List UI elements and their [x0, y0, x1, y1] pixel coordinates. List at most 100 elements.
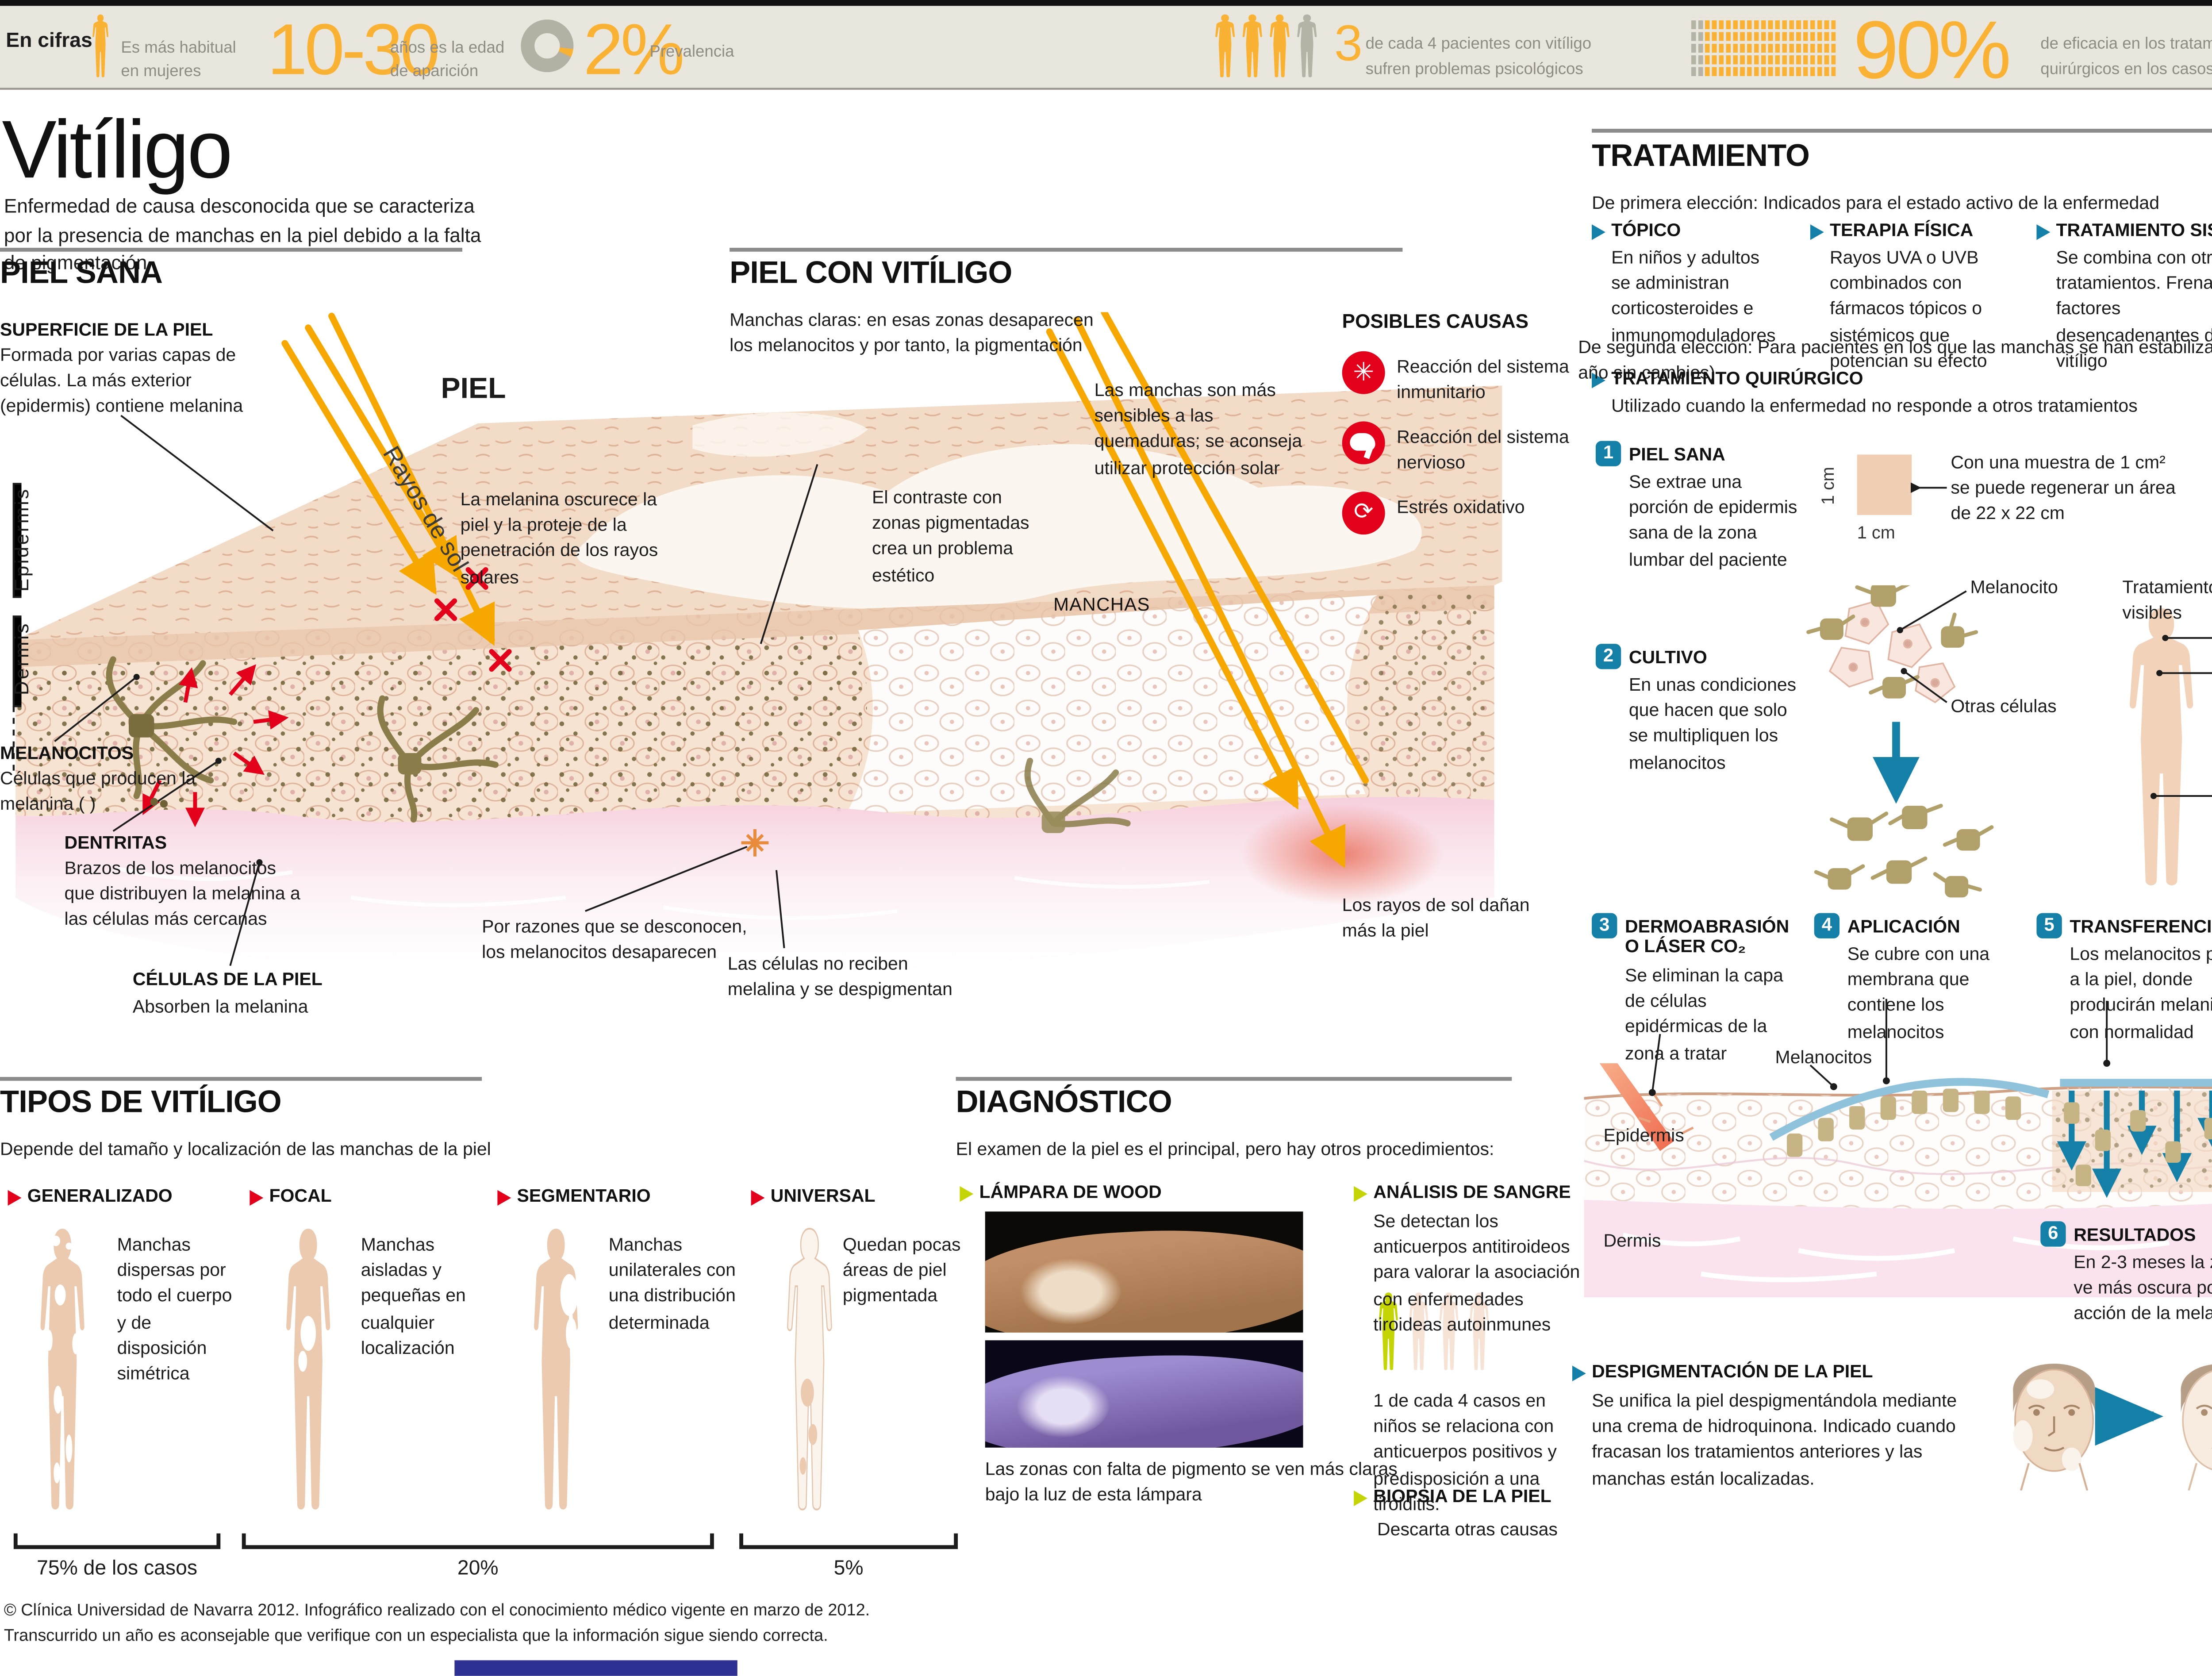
- segmentario-text: Manchas unilaterales con una distribució…: [608, 1235, 736, 1332]
- sistemico-arrow-icon: [2036, 224, 2051, 240]
- terapia-label: TERAPIA FÍSICA: [1830, 220, 1974, 240]
- sangre-label: ANÁLISIS DE SANGRE: [1373, 1182, 1571, 1202]
- face-after-icon: [2181, 1364, 2212, 1491]
- dermis-label2: Dermis: [1603, 1231, 1661, 1251]
- skin-sample-square: [1857, 454, 1912, 515]
- donut-hole: [534, 33, 560, 59]
- sample-text: Con una muestra de 1 cm² se puede regene…: [1951, 452, 2176, 524]
- stat-prevalencia-text: Prevalencia: [649, 41, 734, 61]
- despigmentacion-label: DESPIGMENTACIÓN DE LA PIEL: [1592, 1361, 1873, 1381]
- rule-tipos: [0, 1076, 482, 1081]
- rule-piel-sana: [0, 247, 463, 252]
- stat-edad-value: 10-30: [267, 10, 440, 90]
- diagnostico-title: DIAGNÓSTICO: [956, 1087, 1172, 1120]
- top-bar: En cifras Es más habitual en mujeres 10-…: [0, 0, 2212, 96]
- surgery-skin-illustration: [1584, 1063, 2212, 1298]
- manchas-label: MANCHAS: [1053, 595, 1150, 617]
- step5-label: TRANSFERENCIA: [2070, 917, 2212, 937]
- step5-text: Los melanocitos pasan a la piel, donde p…: [2070, 944, 2212, 1041]
- segmentario-arrow-icon: [497, 1190, 511, 1206]
- universal-arrow-icon: [751, 1190, 765, 1206]
- stat-eficacia-value: 90%: [1853, 4, 2011, 96]
- quirurgico-text: Utilizado cuando la enfermedad no respon…: [1611, 396, 2138, 416]
- melanocitos-label2: Melanocitos: [1775, 1047, 1872, 1067]
- despigmentacion-text: Se unifica la piel despigmentándola medi…: [1592, 1391, 1957, 1488]
- step2-label: CULTIVO: [1628, 647, 1707, 668]
- stat-mujeres-text: Es más habitual en mujeres: [121, 37, 236, 81]
- despigmentan-text: Las células no reciben melalina y se des…: [727, 954, 952, 999]
- focal-arrow-icon: [250, 1190, 264, 1206]
- stat-edad-text: años es la edad de aparición: [390, 37, 505, 81]
- quemaduras-text: Las manchas son más sensibles a las quem…: [1094, 380, 1302, 477]
- zonas-visibles-label: Tratamiento: zonas visibles: [2122, 577, 2212, 623]
- stat-prevalencia-value: 2%: [583, 10, 684, 90]
- terapia-arrow-icon: [1810, 224, 1824, 240]
- rule-tratamiento: [1592, 129, 2212, 133]
- step2-badge: 2: [1595, 644, 1621, 669]
- bottom-blue-bar: [454, 1660, 737, 1676]
- superficie-label: SUPERFICIE DE LA PIEL: [0, 320, 213, 340]
- topico-arrow-icon: [1592, 224, 1605, 240]
- generalizado-arrow-icon: [8, 1190, 22, 1206]
- piel-on-skin-label: PIEL: [441, 372, 506, 405]
- step1-badge: 1: [1595, 441, 1621, 466]
- tratamiento-title: TRATAMIENTO: [1592, 140, 1810, 174]
- melanina-text: La melanina oscurece la piel y la protej…: [460, 489, 658, 587]
- step1-text: Se extrae una porción de epidermis sana …: [1628, 472, 1797, 569]
- step4-text: Se cubre con una membrana que contiene l…: [1847, 944, 1990, 1041]
- epidermis-label2: Epidermis: [1603, 1126, 1684, 1146]
- top-bar-label: En cifras: [6, 29, 92, 53]
- celulas-piel-label: CÉLULAS DE LA PIEL: [132, 969, 323, 989]
- sangre-arrow-icon: [1354, 1186, 1367, 1202]
- skin-block-illustration: PIEL Rayos de sol: [15, 312, 1502, 979]
- desaparecen-text: Por razones que se desconocen, los melan…: [482, 917, 747, 962]
- cell-culture-illustration: [1806, 585, 1994, 898]
- sistemico-label: TRATAMIENTO SISTÉMICO: [2056, 220, 2212, 240]
- body-universal: [787, 1228, 833, 1511]
- wood-caption: Las zonas con falta de pigmento se ven m…: [985, 1459, 1398, 1505]
- immune-cell-icon: ✳: [1342, 351, 1385, 394]
- universal-label: UNIVERSAL: [770, 1186, 876, 1206]
- focal-label: FOCAL: [269, 1186, 332, 1206]
- wood-label: LÁMPARA DE WOOD: [979, 1182, 1162, 1202]
- causa-inmunitario-text: Reacción del sistema inmunitario: [1397, 357, 1569, 403]
- brain-icon: [1342, 421, 1385, 465]
- step6-badge: 6: [2040, 1221, 2066, 1247]
- stat-eficacia-text: de eficacia en los tratamientos quirúrgi…: [2040, 33, 2212, 79]
- biopsia-label: BIOPSIA DE LA PIEL: [1373, 1486, 1551, 1507]
- contraste-text: El contraste con zonas pigmentadas crea …: [872, 488, 1029, 584]
- woman-icon: [92, 14, 108, 77]
- step3-badge: 3: [1592, 913, 1617, 938]
- rule-piel-vitiligo: [730, 247, 1403, 252]
- quirurgico-arrow-icon: [1592, 373, 1605, 388]
- step2-text: En unas condiciones que hacen que solo s…: [1628, 675, 1797, 772]
- wood-photo-uv: [985, 1340, 1303, 1448]
- stat-psico-text: de cada 4 pacientes con vitíligo sufren …: [1365, 33, 1592, 79]
- body-focal: [286, 1228, 330, 1510]
- topico-text: En niños y adultos se administran cortic…: [1611, 247, 1776, 345]
- topico-label: TÓPICO: [1611, 220, 1681, 240]
- generalizado-text: Manchas dispersas por todo el cuerpo y d…: [117, 1235, 232, 1383]
- dermis-side-label: Dermis: [12, 622, 35, 696]
- ninos-text: 1 de cada 4 casos en niños se relaciona …: [1373, 1391, 1557, 1514]
- tratamiento-primera: De primera elección: Indicados para el e…: [1592, 193, 2160, 213]
- universal-text: Quedan pocas áreas de piel pigmentada: [842, 1235, 961, 1306]
- page-title: Vitíligo: [2, 103, 233, 195]
- wood-arrow-icon: [960, 1186, 974, 1202]
- step1-label: PIEL SANA: [1628, 445, 1725, 465]
- biopsia-arrow-icon: [1354, 1490, 1367, 1507]
- generalizado-label: GENERALIZADO: [27, 1186, 173, 1206]
- wood-photo-normal: [985, 1211, 1303, 1333]
- face-before-icon: [2013, 1364, 2095, 1491]
- body-generalizado: [40, 1228, 84, 1510]
- celulas-piel-text: Absorben la melanina: [132, 997, 308, 1017]
- superficie-text: Formada por varias capas de células. La …: [0, 345, 243, 416]
- dentritas-text: Brazos de los melanocitos que distribuye…: [64, 858, 300, 930]
- melanin-dots-icon: [150, 798, 170, 810]
- otras-celulas-label: Otras células: [1951, 696, 2057, 716]
- oxidative-cycle-icon: ⟳: [1342, 492, 1385, 535]
- sample-side-label: 1 cm: [1818, 466, 1838, 505]
- page-subtitle: Enfermedad de causa desconocida que se c…: [4, 197, 481, 275]
- waffle-chart-icon: [1691, 17, 1836, 76]
- focal-text: Manchas aisladas y pequeñas en cualquier…: [361, 1235, 466, 1357]
